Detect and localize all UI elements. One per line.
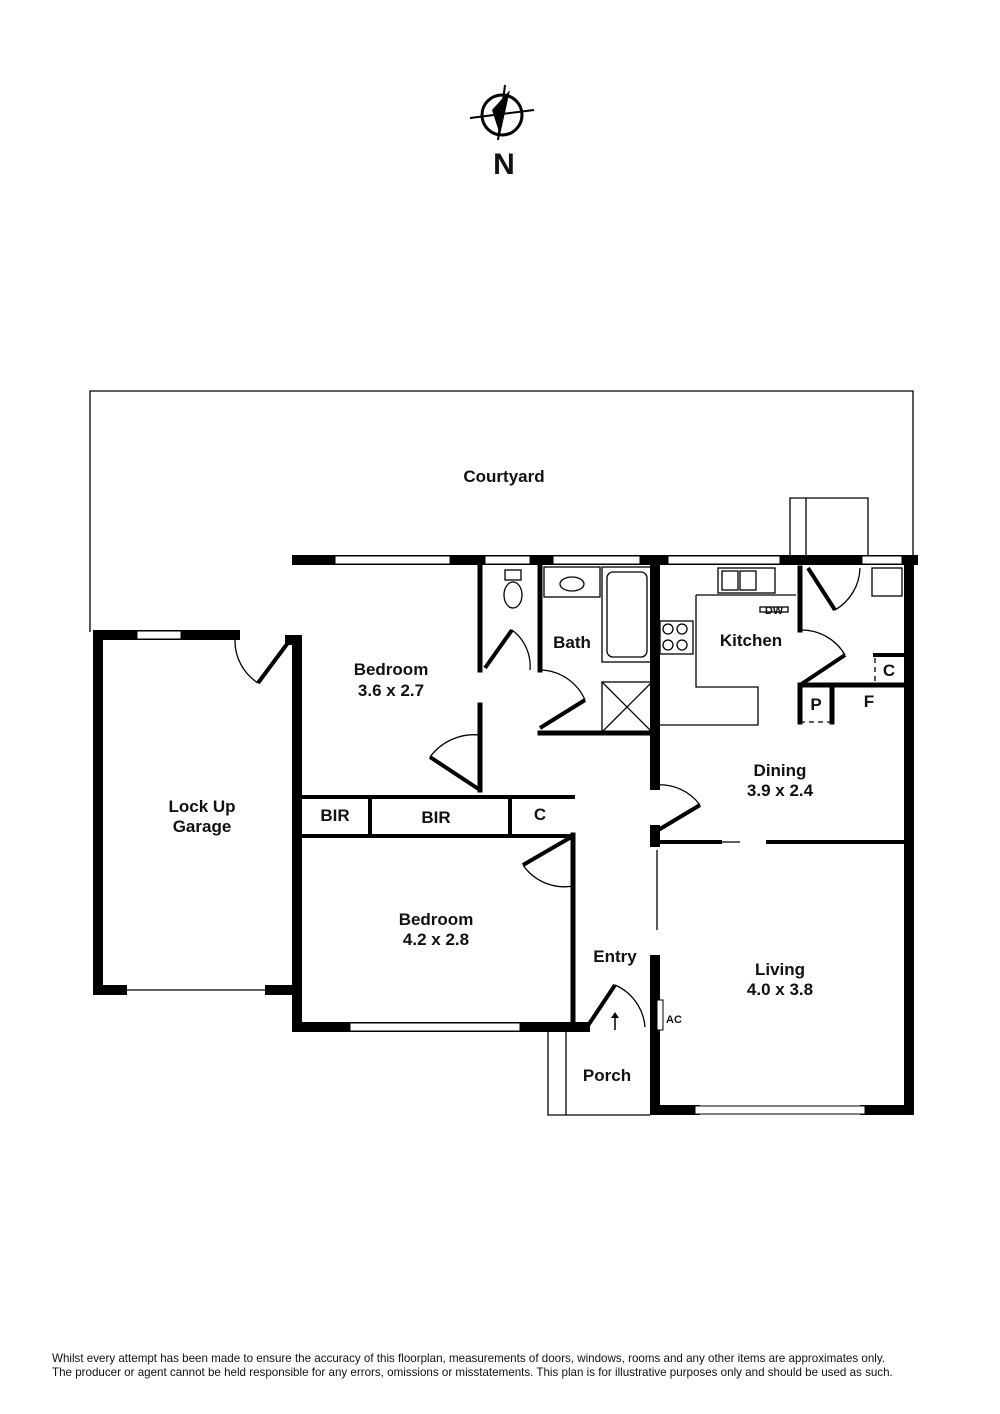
room-label-garage-line2: Garage [173,817,232,836]
room-label-bedroom2: Bedroom [399,910,474,929]
room-label-dining: Dining [754,761,807,780]
room-label-garage-line1: Lock Up [168,797,235,816]
courtyard-boundary [89,390,914,632]
kitchen-bench [658,594,796,726]
label-cupboard-laundry: C [883,661,895,680]
label-pantry: P [810,695,821,714]
room-label-courtyard: Courtyard [463,467,544,486]
disclaimer-line1: Whilst every attempt has been made to en… [52,1352,886,1365]
label-bir-2: BIR [421,808,450,827]
compass-label: N [493,148,515,181]
house-walls [292,555,918,1116]
room-label-living: Living [755,960,805,979]
fixtures [503,566,903,733]
room-label-porch: Porch [583,1066,631,1085]
room-label-kitchen: Kitchen [720,631,782,650]
dishwasher-icon [759,606,789,613]
shower-icon [601,681,653,733]
room-size-bedroom2: 4.2 x 2.8 [403,930,469,949]
label-bir-1: BIR [320,806,349,825]
cooktop-icon [659,620,694,655]
bathtub-icon [601,566,653,663]
room-label-bath: Bath [553,633,591,652]
room-label-bedroom1: Bedroom [354,660,429,679]
label-fridge: F [864,692,874,711]
toilet-icon [503,569,523,609]
room-label-entry: Entry [593,947,637,966]
laundry-trough-icon [871,567,903,597]
courtyard-step [789,497,869,555]
north-compass-icon: N [469,84,535,181]
room-size-dining: 3.9 x 2.4 [747,781,814,800]
room-size-bedroom1: 3.6 x 2.7 [358,681,424,700]
room-size-living: 4.0 x 3.8 [747,980,813,999]
sink-icon [717,567,776,594]
basin-icon [543,566,601,598]
label-ac: AC [666,1014,682,1026]
label-dishwasher: DW [765,605,784,617]
disclaimer-line2: The producer or agent cannot be held res… [52,1366,893,1379]
disclaimer: Whilst every attempt has been made to en… [52,1352,893,1380]
label-cupboard-hall: C [534,805,546,824]
